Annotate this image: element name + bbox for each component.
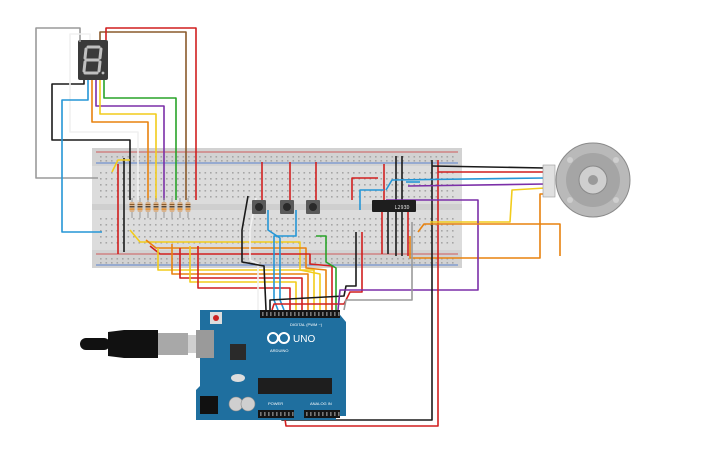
seven-segment-display[interactable] bbox=[78, 40, 108, 80]
usb-cable-icon bbox=[80, 330, 208, 358]
wire-purple-motor bbox=[407, 183, 546, 187]
header-power-label: POWER bbox=[268, 401, 283, 406]
wire-blue-motor bbox=[385, 177, 546, 191]
resistor-array bbox=[129, 198, 191, 218]
seven-segment-display-icon bbox=[82, 45, 105, 75]
dc-motor[interactable] bbox=[542, 142, 631, 218]
wire-gray-display bbox=[35, 27, 98, 179]
wire-orange-motor bbox=[409, 193, 548, 259]
wire-black-display bbox=[51, 80, 131, 200]
arduino-infinity-icon bbox=[267, 332, 290, 344]
dc-motor-icon bbox=[555, 142, 631, 218]
push-buttons bbox=[252, 200, 320, 214]
wire-white-display bbox=[69, 33, 139, 200]
motor-driver-chip[interactable]: L293D bbox=[372, 200, 416, 212]
push-button-1[interactable] bbox=[252, 200, 266, 214]
arduino-logo-text: UNO bbox=[293, 334, 315, 345]
wire-green-display bbox=[103, 80, 177, 200]
arduino-uno[interactable]: UNO ARDUINO DIGITAL (PWM ~) POWER ANALOG… bbox=[196, 310, 346, 420]
wire-black-motor bbox=[431, 165, 546, 169]
wire-purple-display bbox=[95, 80, 165, 200]
push-button-2[interactable] bbox=[280, 200, 294, 214]
header-digital-label: DIGITAL (PWM ~) bbox=[290, 322, 323, 327]
wires bbox=[35, 27, 561, 427]
wire-yellow-motor bbox=[430, 187, 546, 223]
header-pins bbox=[260, 312, 340, 416]
wire-orange-display bbox=[91, 80, 149, 200]
usb-cable bbox=[80, 330, 208, 358]
wire-yellow-display bbox=[99, 80, 157, 200]
push-button-3[interactable] bbox=[306, 200, 320, 214]
wire-brown-display bbox=[99, 31, 187, 200]
header-analog-label: ANALOG IN bbox=[310, 401, 332, 406]
arduino-brand-text: ARDUINO bbox=[270, 348, 288, 353]
wire-blue-display bbox=[61, 80, 102, 233]
chip-label: L293D bbox=[394, 205, 409, 211]
wire-red-display bbox=[105, 27, 197, 200]
